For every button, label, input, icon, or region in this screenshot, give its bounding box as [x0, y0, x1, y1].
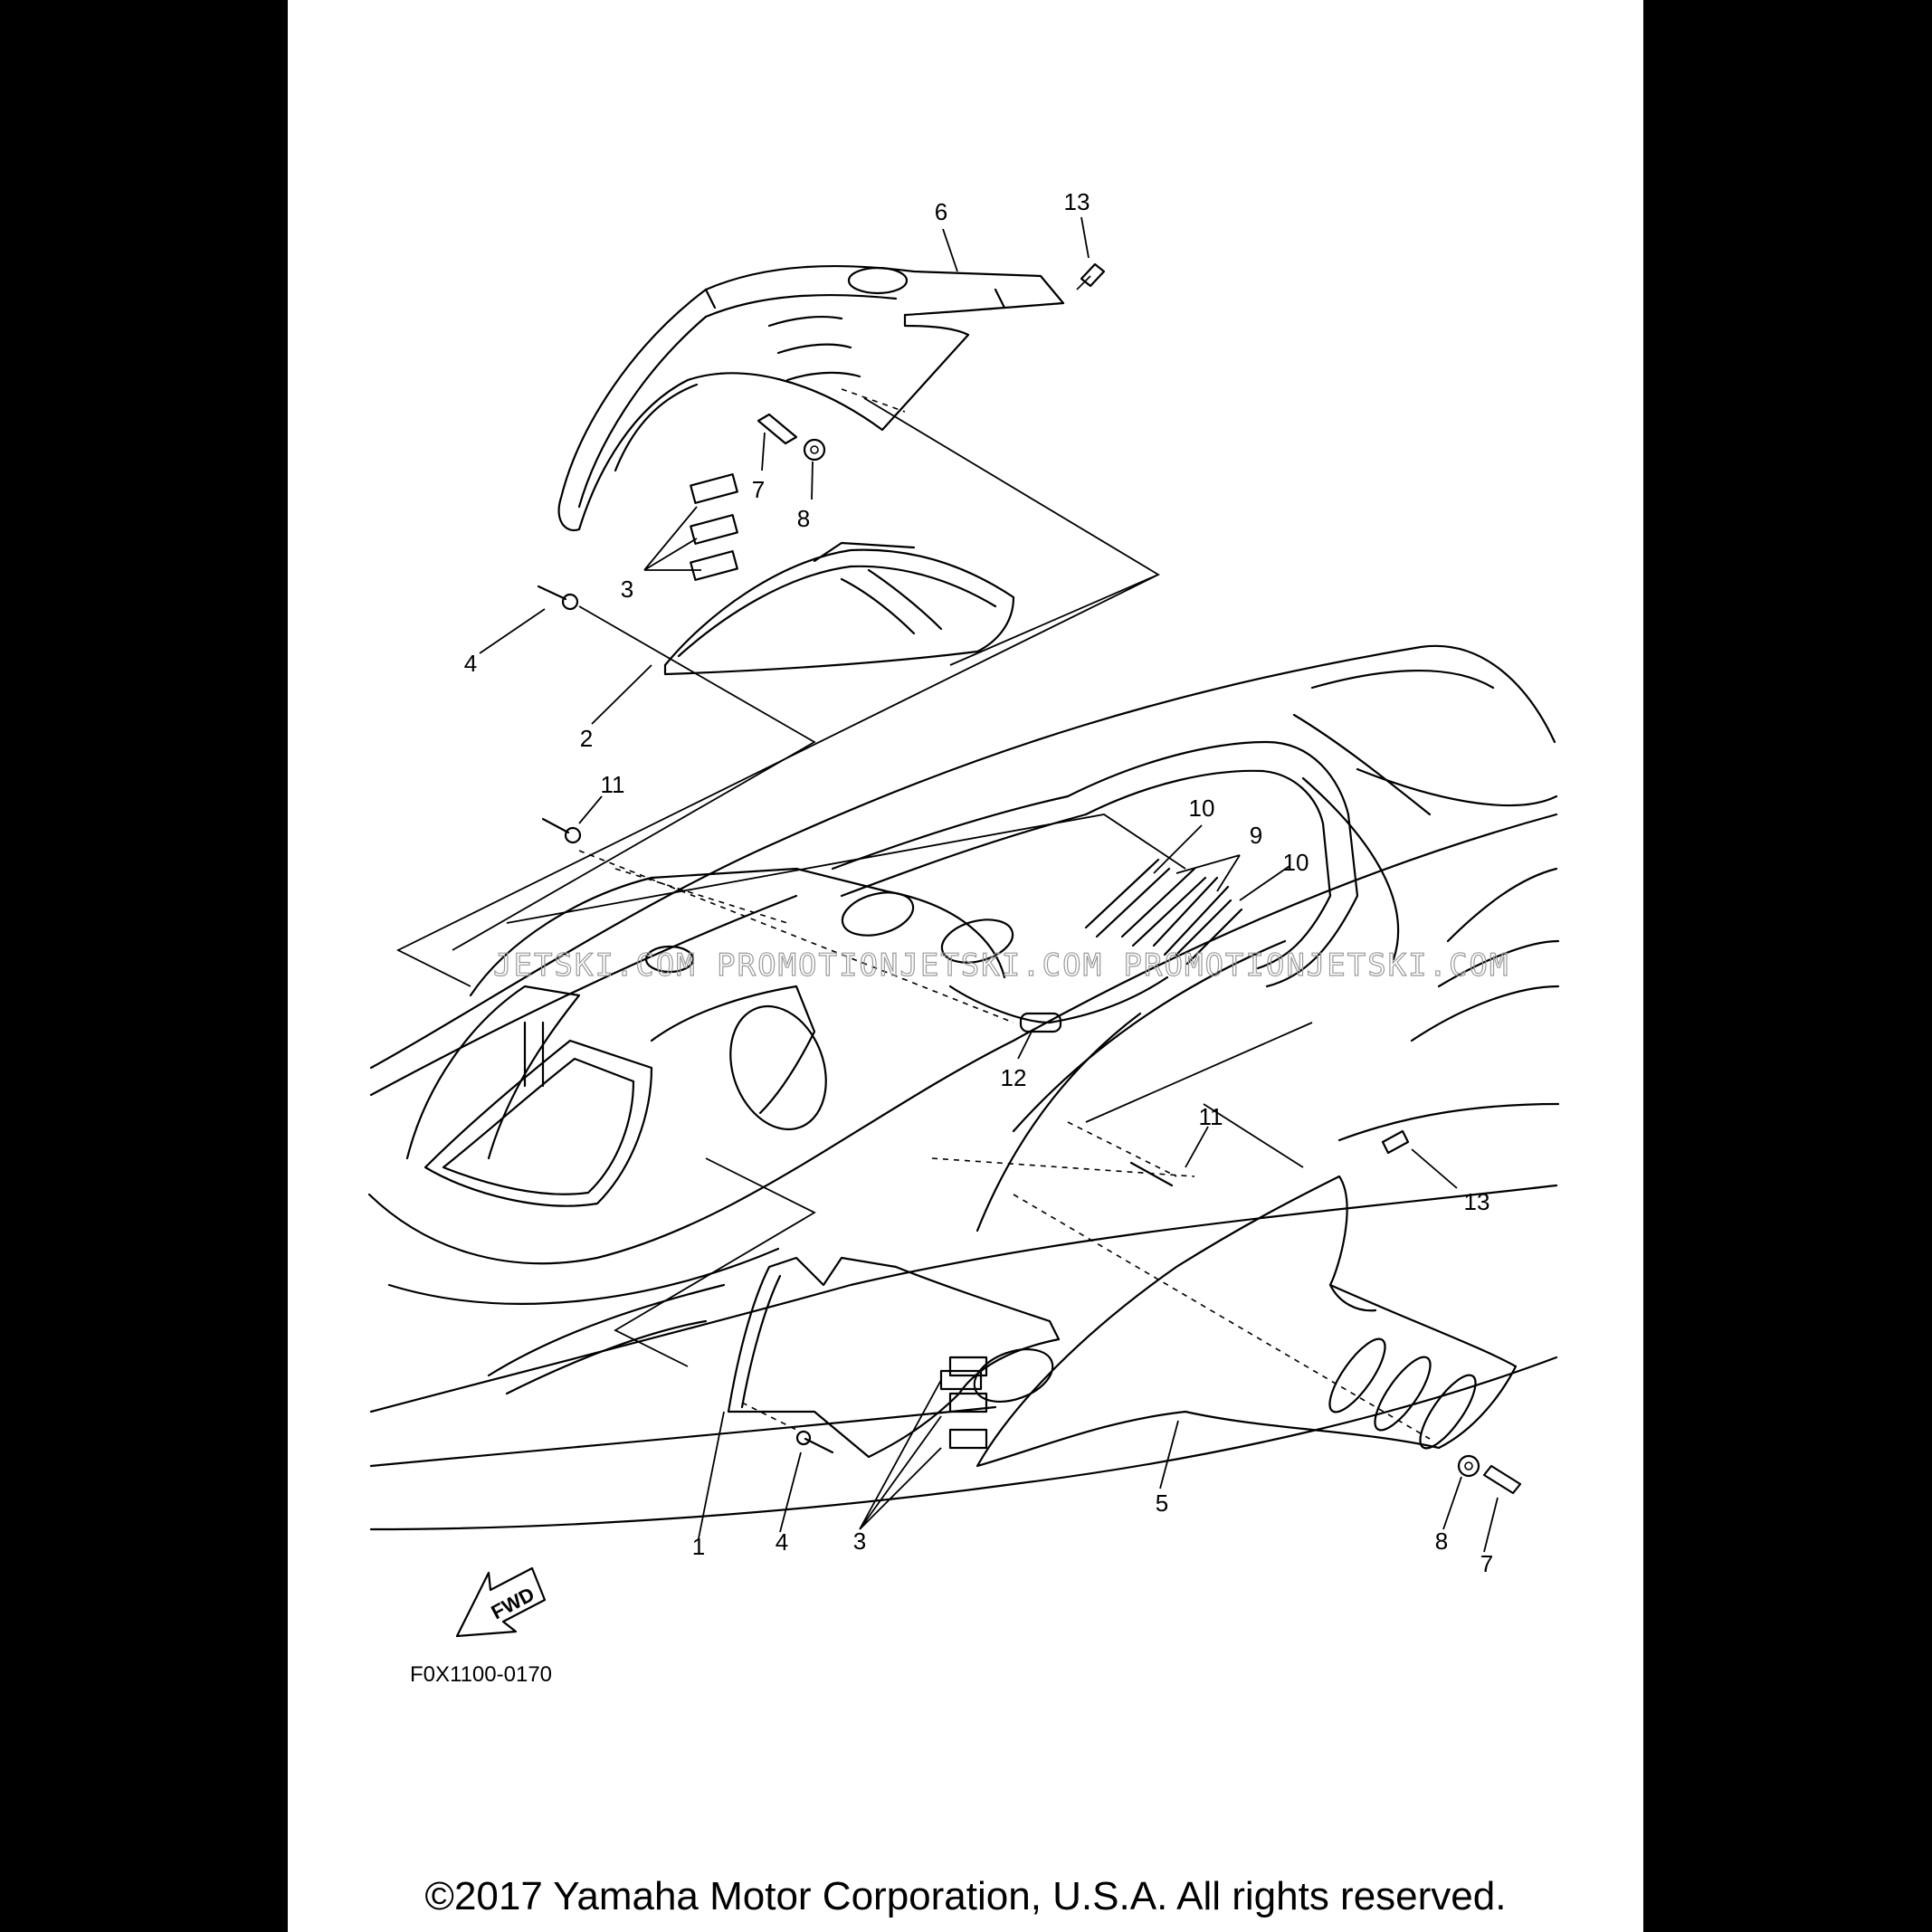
callout-8: 8 [797, 505, 810, 532]
callout-leaders [479, 216, 1499, 1553]
callout-4: 4 [464, 650, 477, 677]
callout-7-b: 7 [1480, 1550, 1493, 1577]
watermark-text: JETSKI.COM PROMOTIONJETSKI.COM PROMOTION… [493, 947, 1510, 984]
callout-9: 9 [1250, 822, 1262, 849]
callout-8-b: 8 [1435, 1528, 1448, 1555]
callout-5: 5 [1156, 1489, 1168, 1517]
callout-3-b: 3 [853, 1528, 866, 1555]
callout-10-b: 10 [1283, 849, 1309, 876]
callout-13: 13 [1064, 188, 1090, 215]
callout-13-b: 13 [1464, 1188, 1490, 1215]
part-1-left-cover [727, 1256, 1061, 1459]
copyright-notice: ©2017 Yamaha Motor Corporation, U.S.A. A… [425, 1874, 1507, 1918]
rear-deck-frame [405, 867, 1169, 1207]
part-2-inner-cover [663, 541, 1015, 676]
fwd-arrow-icon: FWD [455, 1566, 547, 1638]
assembly-guide-lines [395, 388, 1431, 1440]
hardware-parts [537, 262, 1522, 1495]
callout-labels: 6 13 7 8 3 4 2 11 10 9 10 12 11 13 1 4 3… [464, 188, 1493, 1577]
callout-10: 10 [1189, 795, 1215, 822]
callout-7: 7 [752, 476, 765, 503]
callout-4-b: 4 [776, 1528, 788, 1556]
callout-11-b: 11 [1199, 1103, 1223, 1130]
diagram-sheet [288, 0, 1643, 1932]
callout-1: 1 [692, 1533, 705, 1560]
callout-12: 12 [1001, 1064, 1027, 1091]
hull-deck-outline [367, 644, 1560, 1531]
figure-code: F0X1100-0170 [410, 1662, 552, 1687]
part-6-upper-cover [557, 264, 1065, 532]
callout-11: 11 [601, 771, 625, 798]
callout-3: 3 [621, 576, 633, 603]
callout-6: 6 [935, 198, 947, 225]
callout-2: 2 [580, 725, 593, 752]
part-5-right-cover [976, 1175, 1518, 1468]
